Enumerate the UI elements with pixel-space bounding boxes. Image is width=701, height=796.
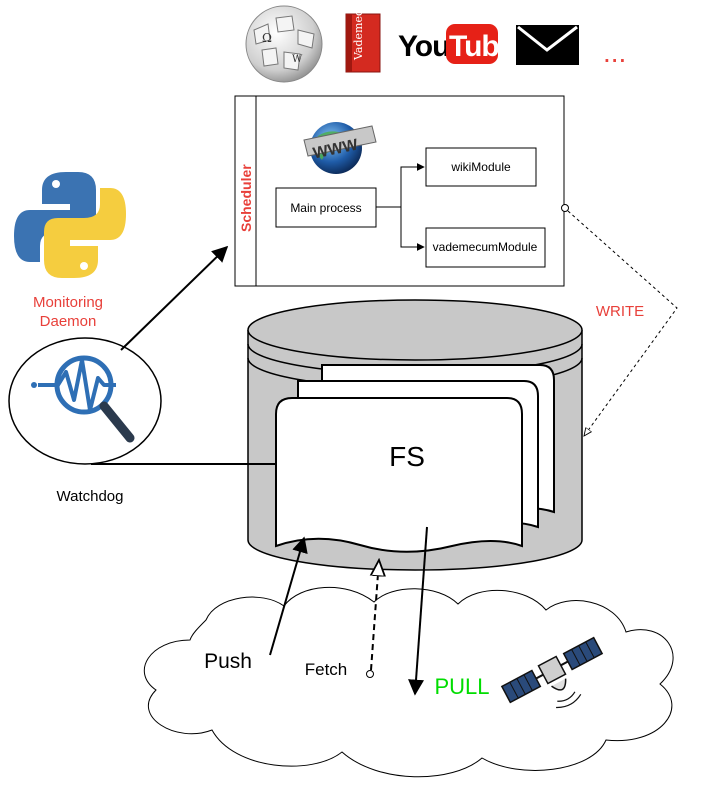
write-label: WRITE	[596, 303, 644, 320]
fs-label: FS	[389, 441, 425, 472]
more-ellipsis: ...	[603, 37, 626, 68]
monitoring-daemon-label-line2: Daemon	[40, 313, 97, 330]
main-process-label: Main process	[290, 201, 361, 215]
wikipedia-globe-icon: Ω W	[245, 5, 323, 83]
vademecum-module-box: vademecumModule	[425, 227, 546, 268]
write-connector	[561, 204, 678, 437]
watchdog-magnifier-icon	[31, 355, 135, 443]
pull-label: PULL	[434, 674, 489, 699]
cloud-shape	[143, 586, 674, 778]
push-arrow	[269, 536, 308, 656]
main-process-box: Main process	[275, 187, 377, 228]
youtube-logo-icon: You Tube	[398, 24, 516, 64]
satellite-icon	[500, 636, 604, 709]
fs-document-stack: FS	[275, 364, 555, 553]
scheduler-title: Scheduler	[238, 164, 254, 232]
svg-text:You: You	[398, 30, 449, 63]
watchdog-to-scheduler-arrow	[120, 245, 229, 351]
vademecum-book-icon: Vademecum	[345, 0, 381, 73]
watchdog-label: Watchdog	[57, 488, 124, 505]
envelope-icon	[516, 25, 579, 65]
www-globe-icon: WWW	[303, 122, 377, 174]
fetch-arrow	[366, 560, 380, 678]
svg-text:Vademecum: Vademecum	[352, 0, 365, 61]
fetch-label: Fetch	[305, 660, 348, 679]
youtube-tube-text: Tube	[449, 30, 515, 63]
push-label: Push	[204, 650, 252, 673]
scheduler-connectors	[376, 163, 425, 251]
monitoring-daemon-label-line1: Monitoring	[33, 294, 103, 311]
vademecum-module-label: vademecumModule	[433, 240, 538, 254]
svg-text:W: W	[292, 54, 303, 65]
svg-text:Ω: Ω	[262, 31, 272, 45]
wiki-module-box: wikiModule	[425, 147, 537, 187]
python-logo-icon	[14, 172, 126, 278]
wiki-module-label: wikiModule	[450, 160, 511, 174]
pull-arrow	[408, 526, 428, 696]
